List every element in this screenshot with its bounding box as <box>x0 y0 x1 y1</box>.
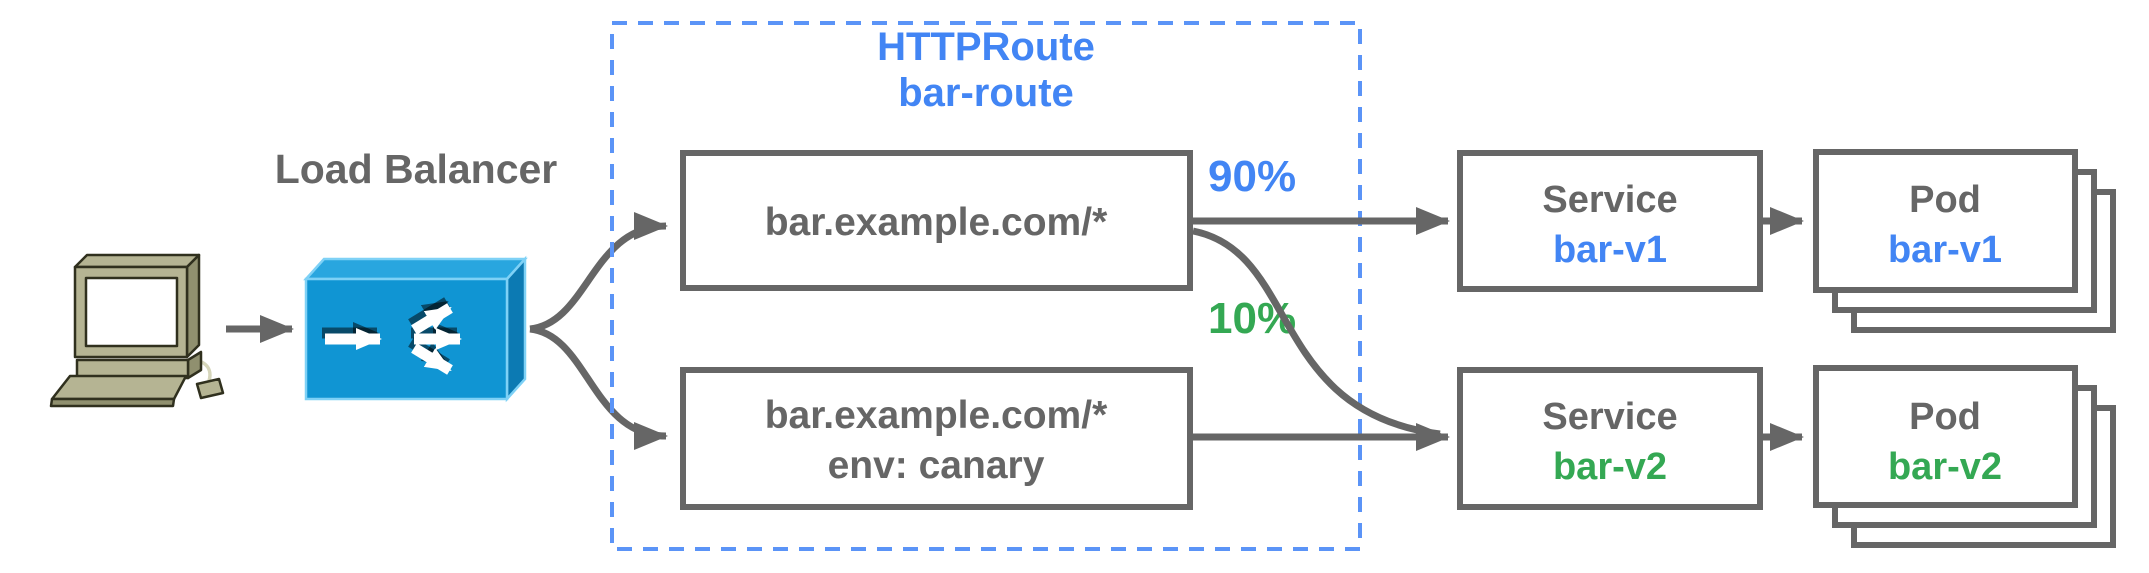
rule1-box <box>680 150 1193 291</box>
service-bar-v1-box <box>1457 150 1763 292</box>
pod-bar-v2-stack: Pod bar-v2 <box>1813 365 2116 548</box>
pod-bar-v1-kind: Pod <box>1909 179 1981 221</box>
load-balancer-icon <box>303 255 528 403</box>
lb-top-face <box>303 257 528 281</box>
httproute-group-border <box>610 21 1362 551</box>
computer-monitor-side <box>185 253 201 359</box>
pod-bar-v2-kind: Pod <box>1909 396 1981 438</box>
rule2-box <box>680 367 1193 510</box>
computer-keyboard-front <box>49 397 176 408</box>
lb-to-rule2-curve <box>529 325 668 450</box>
httproute-title: HTTPRoute <box>877 25 1095 69</box>
rule2-header-match: env: canary <box>828 444 1045 487</box>
service-bar-v2-kind: Service <box>1542 396 1677 438</box>
service-bar-v2-box <box>1457 367 1763 510</box>
computer-monitor-top <box>73 253 201 269</box>
rule2-match: bar.example.com/* <box>765 394 1108 437</box>
computer-mouse <box>195 377 225 400</box>
weight-90-label: 90% <box>1208 152 1296 201</box>
lb-to-rule1-curve <box>529 212 668 333</box>
lb-side-face <box>505 255 527 403</box>
load-balancer-label: Load Balancer <box>275 146 558 192</box>
pod-bar-v2-name: bar-v2 <box>1888 446 2002 488</box>
httproute-name: bar-route <box>898 71 1074 115</box>
rule1-to-service2-canary-curve <box>1192 227 1441 438</box>
desktop-computer-icon <box>49 253 225 408</box>
computer-screen <box>84 276 179 348</box>
pod-bar-v1-box <box>1813 149 2078 293</box>
pod-bar-v2-box <box>1813 365 2078 508</box>
service-bar-v2-name: bar-v2 <box>1553 446 1667 488</box>
lb-distribution-arrows <box>325 303 462 375</box>
pod-bar-v1-stack: Pod bar-v1 <box>1813 149 2116 333</box>
rule1-match: bar.example.com/* <box>765 201 1108 244</box>
service-bar-v1-kind: Service <box>1542 179 1677 221</box>
lb-arrow-down <box>411 343 453 375</box>
computer-base-side <box>186 350 203 380</box>
pod-bar-v1-name: bar-v1 <box>1888 229 2002 271</box>
service-bar-v1-name: bar-v1 <box>1553 229 1667 271</box>
lb-arrow-up <box>411 303 453 335</box>
computer-keyboard-top <box>50 374 188 401</box>
